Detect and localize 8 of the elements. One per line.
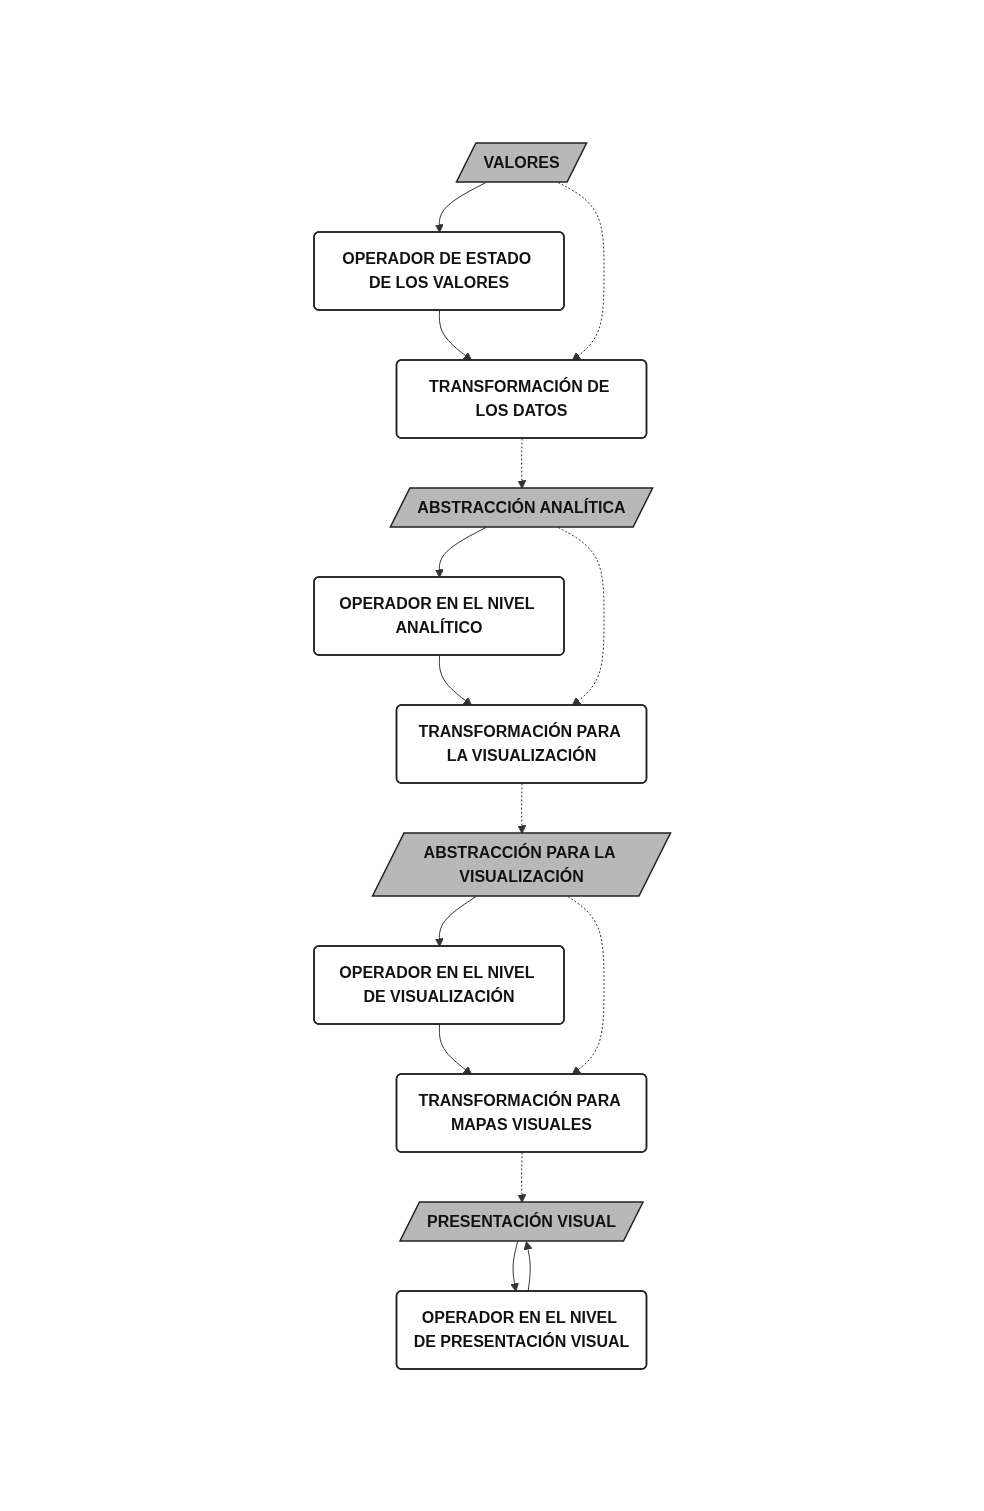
arrow bbox=[434, 526, 487, 578]
arrow bbox=[434, 895, 477, 947]
arrow bbox=[438, 1023, 472, 1075]
arrow bbox=[523, 1240, 533, 1292]
arrow bbox=[434, 181, 487, 233]
arrow bbox=[438, 309, 472, 361]
arrow bbox=[438, 654, 472, 706]
arrow bbox=[509, 1240, 519, 1292]
